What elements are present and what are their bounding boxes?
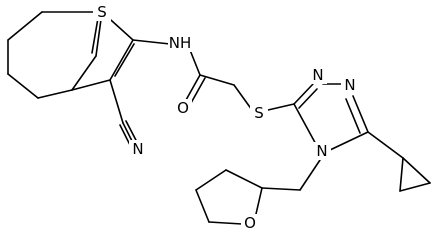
cyclohexane-ring xyxy=(7,11,103,99)
triazole-n4-text: N xyxy=(316,142,327,160)
atom-label-amide-oxygen: O xyxy=(174,99,192,117)
atom-label-thiophene-sulfur: S xyxy=(93,3,111,21)
triazole-n2-text: N xyxy=(344,76,355,94)
nitrile-group xyxy=(109,79,139,148)
amide-oxygen-text: O xyxy=(177,99,189,117)
triazole-ring xyxy=(267,83,369,151)
amide-nh-text: NH xyxy=(169,34,192,52)
atom-label-amide-nh: NH xyxy=(168,34,192,52)
atom-label-thf-oxygen: O xyxy=(241,214,259,232)
thiophene-sulfur-text: S xyxy=(97,3,107,21)
thiophene-ring xyxy=(71,11,135,91)
thioether-sulfur-text: S xyxy=(254,104,264,122)
atom-label-thioether-sulfur: S xyxy=(250,104,268,122)
atom-label-triazole-n2: N xyxy=(341,76,359,94)
triazole-n1-text: N xyxy=(312,66,323,84)
thf-oxygen-text: O xyxy=(244,214,256,232)
atom-label-triazole-n1: N xyxy=(309,66,327,84)
amide-linker xyxy=(132,39,253,111)
nitrile-nitrogen-text: N xyxy=(132,140,143,158)
cyclopropyl-group xyxy=(367,131,431,192)
tetrahydrofuran-ring xyxy=(195,169,263,225)
atom-label-nitrile-nitrogen: N xyxy=(129,140,147,158)
methylene-linker xyxy=(261,159,321,191)
atom-label-triazole-n4: N xyxy=(313,142,331,160)
